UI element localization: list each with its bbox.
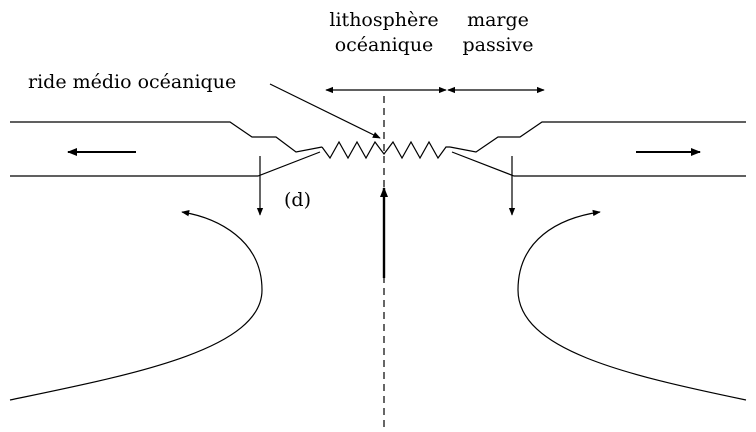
d-marker-label: (d) [284,189,311,211]
left-convection-curve [9,210,263,401]
right-convection-curve [517,209,747,401]
ridge-zigzag [321,140,450,160]
right-plate-top-edge [449,121,746,153]
lithosphere-label-line1: lithosphère [329,9,438,31]
marge-label-line1: marge [467,9,529,31]
marge-label-line2: passive [462,34,533,56]
ridge-label: ride médio océanique [28,71,236,93]
right-plate-bottom-edge [451,151,746,177]
left-plate-top-edge [10,121,323,153]
ridge-leader-arrow [269,83,381,139]
left-plate-bottom-edge [10,151,321,177]
lithosphere-label-line2: océanique [335,34,434,56]
